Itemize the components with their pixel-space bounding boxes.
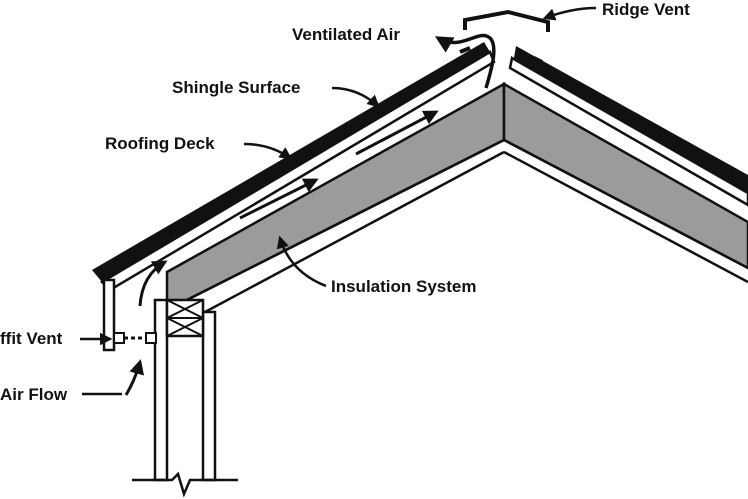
- air-flow-label: Air Flow: [0, 385, 68, 404]
- roofing-deck-right: [508, 56, 748, 207]
- insulation-system-label: Insulation System: [331, 277, 476, 296]
- ridge-vent-vents: [459, 46, 543, 64]
- wall-stud-outer: [153, 298, 169, 482]
- wall-stud-inner: [201, 310, 217, 482]
- shingle-surface-label: Shingle Surface: [172, 78, 300, 97]
- insulation-system-leader: [276, 235, 327, 288]
- ceiling-line-right: [503, 138, 748, 284]
- ceiling-line-left: [166, 138, 505, 314]
- shingle-surface-leader: [331, 86, 380, 108]
- air-flow-arrow-entry: [124, 359, 145, 396]
- top-plate: [165, 298, 205, 338]
- air-flow-arrow-lower: [239, 178, 319, 220]
- ridge-vent-cap: [463, 9, 550, 32]
- shingle-surface-right: [514, 46, 748, 193]
- insulation-right: [502, 81, 748, 270]
- soffit-vent: [113, 332, 157, 344]
- ventilated-air-label: Ventilated Air: [292, 25, 400, 44]
- ridge-vent-label: Ridge Vent: [602, 0, 690, 19]
- air-flow-arrow-middle: [355, 110, 439, 156]
- roofing-deck-leader: [243, 142, 293, 160]
- soffit-vent-label: ffit Vent: [0, 329, 63, 348]
- air-flow-arrow-up: [138, 260, 168, 307]
- ventilated-air-exit-arrow: [434, 33, 496, 89]
- ground-break-line: [132, 471, 238, 498]
- roofing-deck-label: Roofing Deck: [105, 134, 215, 153]
- shingle-surface-left: [92, 42, 490, 282]
- fascia-board: [102, 278, 116, 352]
- ridge-vent-leader: [542, 6, 597, 21]
